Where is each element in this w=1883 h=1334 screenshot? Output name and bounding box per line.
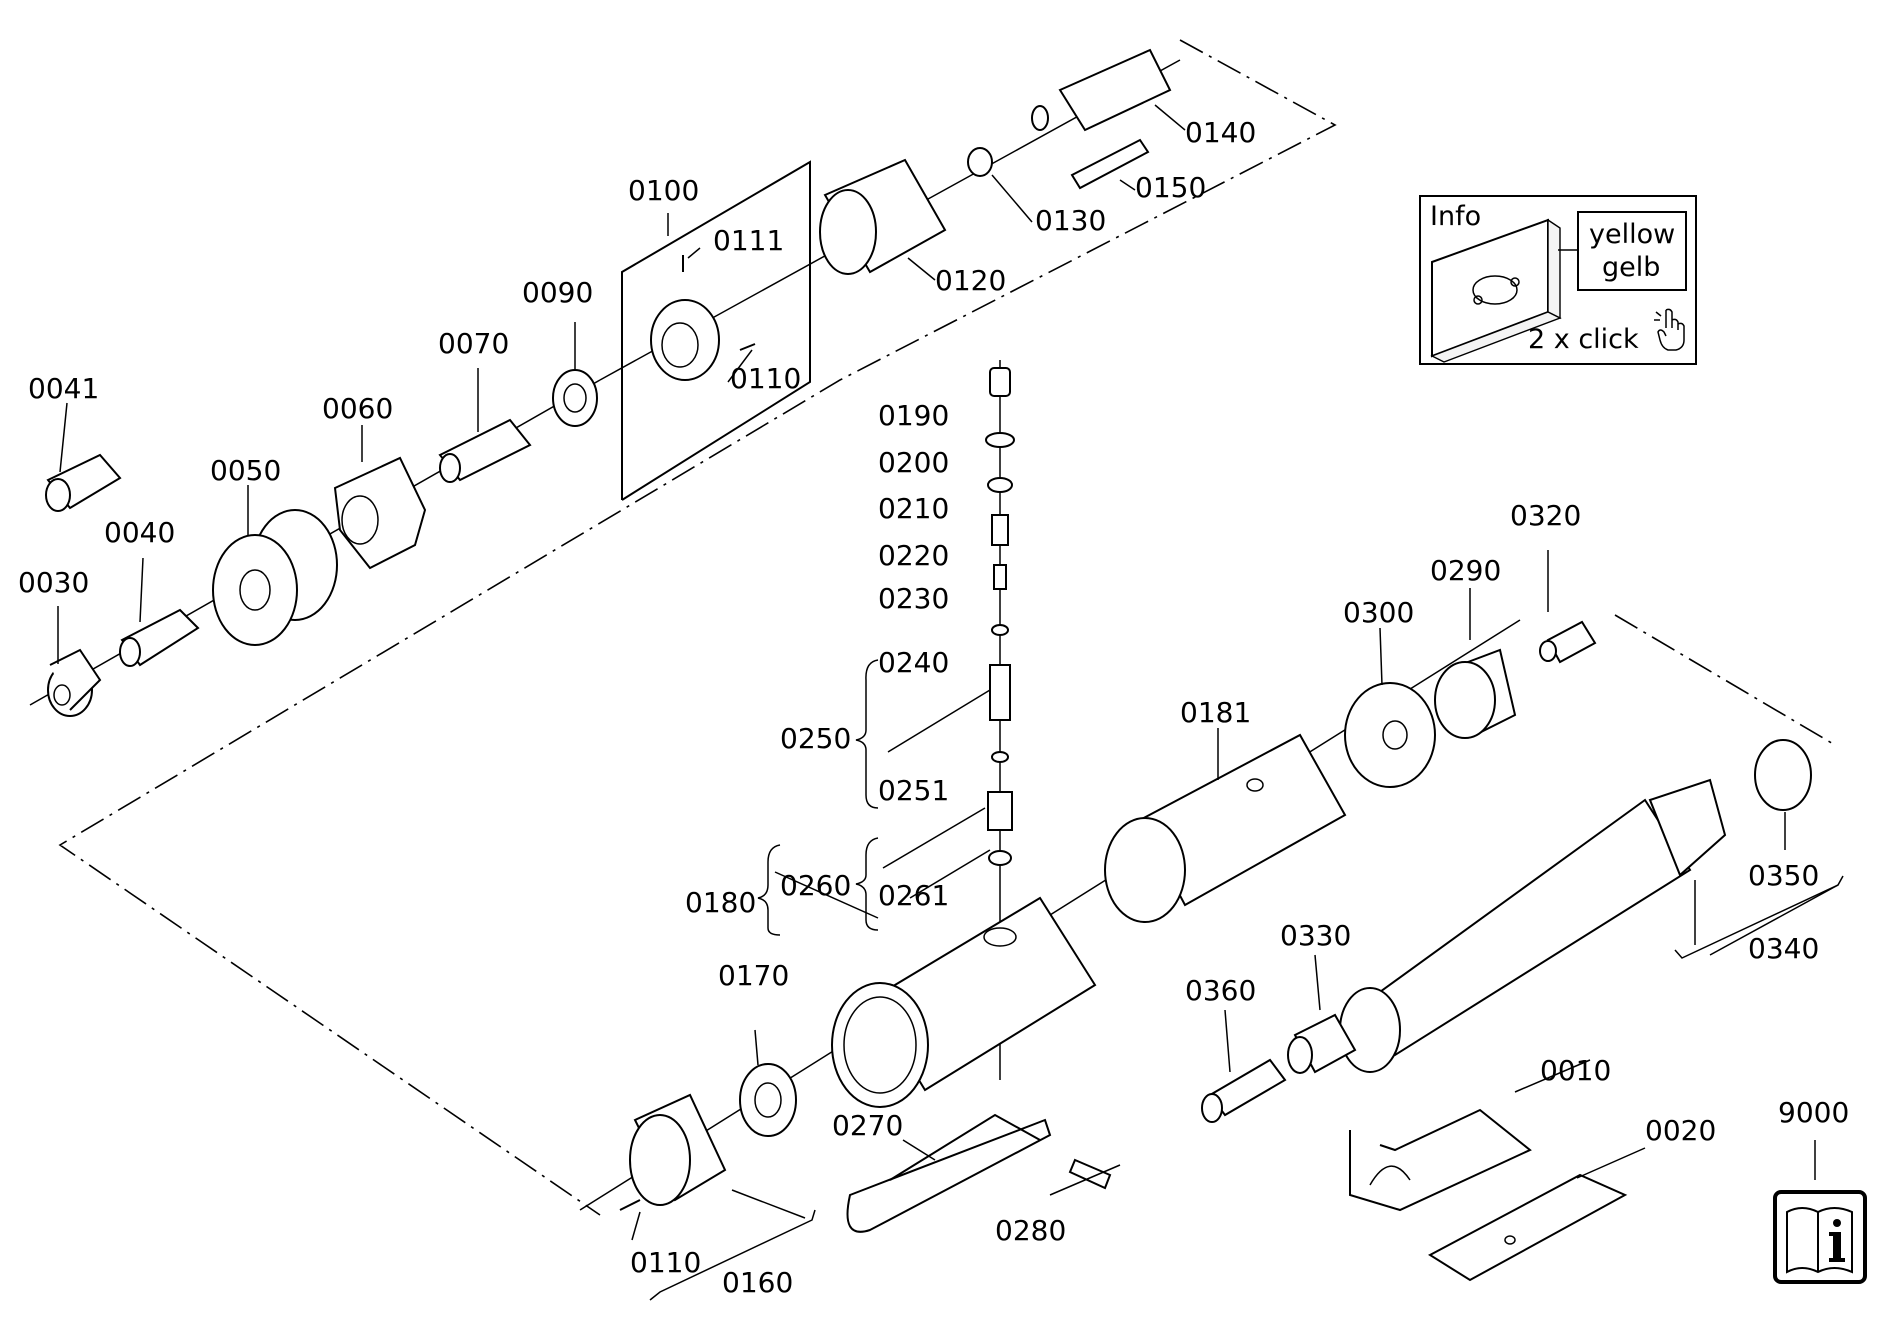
label-0290[interactable]: 0290 <box>1430 554 1501 587</box>
label-0190[interactable]: 0190 <box>878 399 949 432</box>
part-0040[interactable] <box>119 608 200 667</box>
label-0230[interactable]: 0230 <box>878 582 949 615</box>
label-0350[interactable]: 0350 <box>1748 859 1819 892</box>
label-0270[interactable]: 0270 <box>832 1109 903 1142</box>
part-0360-fitting[interactable] <box>1201 1058 1287 1123</box>
label-0041[interactable]: 0041 <box>28 372 99 405</box>
info-action[interactable]: 2 x click <box>1528 324 1639 355</box>
part-0290[interactable] <box>1434 648 1517 739</box>
part-0010-bracket[interactable] <box>1349 1108 1532 1212</box>
label-0030[interactable]: 0030 <box>18 566 89 599</box>
valve-stack[interactable] <box>985 367 1015 866</box>
label-0261[interactable]: 0261 <box>878 879 949 912</box>
label-0180[interactable]: 0180 <box>685 886 756 919</box>
info-box[interactable]: Info yellow gelb 2 x click <box>1419 195 1697 365</box>
info-color-de: gelb <box>1602 252 1660 283</box>
label-0181[interactable]: 0181 <box>1180 696 1251 729</box>
label-0340[interactable]: 0340 <box>1748 932 1819 965</box>
label-0251[interactable]: 0251 <box>878 774 949 807</box>
label-0070[interactable]: 0070 <box>438 327 509 360</box>
label-0110-lower[interactable]: 0110 <box>630 1246 701 1279</box>
part-0170-bearing[interactable] <box>739 1063 797 1137</box>
label-0150[interactable]: 0150 <box>1135 171 1206 204</box>
label-0111[interactable]: 0111 <box>713 224 784 257</box>
hand-pointer-icon[interactable] <box>1654 308 1685 351</box>
part-0180-housing[interactable] <box>831 896 1097 1108</box>
label-0280[interactable]: 0280 <box>995 1214 1066 1247</box>
info-color-en: yellow <box>1589 219 1675 250</box>
part-0280-pin[interactable] <box>1068 1158 1112 1190</box>
label-0130[interactable]: 0130 <box>1035 204 1106 237</box>
part-0060[interactable] <box>333 456 427 570</box>
info-title: Info <box>1430 201 1481 232</box>
label-0240[interactable]: 0240 <box>878 646 949 679</box>
label-0220[interactable]: 0220 <box>878 539 949 572</box>
part-0130[interactable] <box>967 147 993 177</box>
label-0160[interactable]: 0160 <box>722 1266 793 1299</box>
label-0010[interactable]: 0010 <box>1540 1054 1611 1087</box>
manual-book-info-icon[interactable] <box>1773 1190 1867 1284</box>
part-0340-hose[interactable] <box>1339 778 1727 1073</box>
label-0110-upper[interactable]: 0110 <box>730 362 801 395</box>
part-0100-group-frame <box>621 160 811 501</box>
label-0250[interactable]: 0250 <box>780 722 851 755</box>
part-0330-fitting[interactable] <box>1287 1013 1357 1074</box>
part-0140[interactable] <box>1031 48 1172 132</box>
label-0170[interactable]: 0170 <box>718 959 789 992</box>
label-0090[interactable]: 0090 <box>522 276 593 309</box>
label-0320[interactable]: 0320 <box>1510 499 1581 532</box>
part-0050[interactable] <box>212 509 338 646</box>
part-0181-sleeve[interactable] <box>1104 733 1347 923</box>
part-0300-plate[interactable] <box>1344 682 1436 788</box>
part-0320[interactable] <box>1539 620 1597 664</box>
info-thumbnail <box>1430 218 1578 363</box>
label-0040[interactable]: 0040 <box>104 516 175 549</box>
label-0120[interactable]: 0120 <box>935 264 1006 297</box>
label-0260[interactable]: 0260 <box>780 869 851 902</box>
part-0090[interactable] <box>552 369 598 427</box>
assembly-boundary-lines <box>58 39 1836 1216</box>
part-0270-lever[interactable] <box>846 1113 1052 1233</box>
leader-lines <box>57 104 1816 1241</box>
label-0140[interactable]: 0140 <box>1185 116 1256 149</box>
label-0200[interactable]: 0200 <box>878 446 949 479</box>
label-0020[interactable]: 0020 <box>1645 1114 1716 1147</box>
label-9000[interactable]: 9000 <box>1778 1096 1849 1129</box>
label-0060[interactable]: 0060 <box>322 392 393 425</box>
label-0360[interactable]: 0360 <box>1185 974 1256 1007</box>
part-0030[interactable] <box>47 648 102 717</box>
part-0041[interactable] <box>45 453 122 512</box>
label-0050[interactable]: 0050 <box>210 454 281 487</box>
label-0100[interactable]: 0100 <box>628 174 699 207</box>
part-0020-plate[interactable] <box>1428 1173 1628 1282</box>
part-0350-ring[interactable] <box>1754 739 1812 811</box>
group-braces <box>649 659 1844 1301</box>
part-0120[interactable] <box>819 158 947 275</box>
label-0210[interactable]: 0210 <box>878 492 949 525</box>
label-0330[interactable]: 0330 <box>1280 919 1351 952</box>
part-0160-cap[interactable] <box>619 1093 727 1211</box>
part-0070[interactable] <box>438 418 532 483</box>
label-0300[interactable]: 0300 <box>1343 596 1414 629</box>
part-0150[interactable] <box>1070 138 1150 190</box>
part-0110-0111[interactable] <box>650 255 756 381</box>
part-number-labels: 0041 0030 0040 0050 0060 0070 0090 0100 … <box>18 116 1849 1299</box>
